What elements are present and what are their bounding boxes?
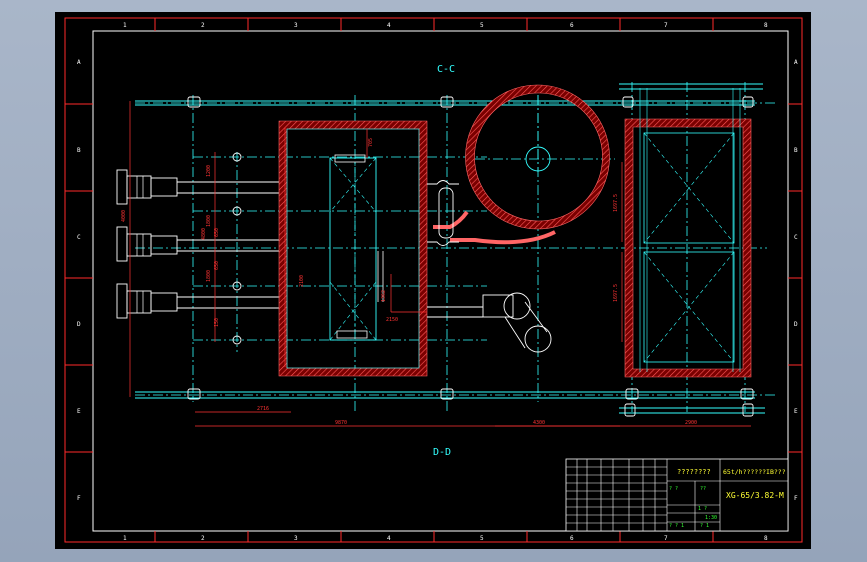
tb-small-c: 1 ? <box>698 506 707 512</box>
center-lines <box>135 82 775 412</box>
col-marker-6: 6 <box>570 22 574 29</box>
pump-3 <box>150 292 178 312</box>
col-marker-1: 1 <box>123 22 127 29</box>
col-marker-4: 4 <box>387 22 391 29</box>
dim-v12: 1697.5 <box>613 194 619 212</box>
dim-v1: 1200 <box>206 165 212 177</box>
row-marker-b-right: B <box>794 147 798 154</box>
dim-v3: 1800 <box>206 215 212 227</box>
dim-v5: 650 <box>214 228 220 237</box>
dim-2900: 2900 <box>685 420 697 426</box>
col-marker-7-bottom: 7 <box>664 535 668 542</box>
col-marker-5-bottom: 5 <box>480 535 484 542</box>
sheet-inner-frame <box>92 30 789 532</box>
row-marker-d-right: D <box>794 321 798 328</box>
dim-2716: 2716 <box>257 406 269 412</box>
col-marker-2: 2 <box>201 22 205 29</box>
section-title-cc: C-C <box>437 64 455 75</box>
col-marker-2-bottom: 2 <box>201 535 205 542</box>
motor-2 <box>126 233 152 257</box>
dimension-lines <box>129 101 751 427</box>
title-block: ???????? 65t/h??????IB??? XG-65/3.82-M ?… <box>565 458 789 532</box>
pump-pipes <box>177 181 283 309</box>
right-tower <box>624 88 752 378</box>
dim-v14: 4000 <box>121 210 127 222</box>
row-marker-f-right: F <box>794 495 798 502</box>
expansion-joint <box>427 180 459 246</box>
row-marker-a: A <box>77 59 81 66</box>
col-marker-6-bottom: 6 <box>570 535 574 542</box>
col-marker-3-bottom: 3 <box>294 535 298 542</box>
col-marker-8: 8 <box>764 22 768 29</box>
tb-small-e: ? ? 1 <box>669 523 684 529</box>
motor-3 <box>126 290 152 314</box>
col-marker-8-bottom: 8 <box>764 535 768 542</box>
main-casing <box>278 120 428 377</box>
title-cell: 65t/h??????IB??? <box>723 468 786 476</box>
motor-1-frame <box>116 169 128 205</box>
drive-assembly <box>427 292 552 353</box>
inner-chamber <box>329 157 377 341</box>
dim-v6: 650 <box>214 261 220 270</box>
motor-1 <box>126 175 152 199</box>
drawing-canvas: 1 2 3 4 5 6 7 8 1 2 3 4 5 6 7 8 A B C D … <box>64 17 803 543</box>
col-marker-7: 7 <box>664 22 668 29</box>
tb-small-a: ? ? <box>669 486 678 492</box>
cad-viewport[interactable]: 1 2 3 4 5 6 7 8 1 2 3 4 5 6 7 8 A B C D … <box>55 12 811 549</box>
dim-4300: 4300 <box>533 420 545 426</box>
row-marker-c: C <box>77 234 81 241</box>
dim-v13: 1697.5 <box>613 284 619 302</box>
row-marker-a-right: A <box>794 59 798 66</box>
fan-housing <box>433 84 610 245</box>
section-title-dd: D-D <box>433 447 451 458</box>
dim-v9: 1362 <box>381 290 387 302</box>
row-marker-c-right: C <box>794 234 798 241</box>
row-marker-e-right: E <box>794 408 798 415</box>
dim-v10: 2150 <box>386 317 398 323</box>
row-marker-d: D <box>77 321 81 328</box>
col-marker-4-bottom: 4 <box>387 535 391 542</box>
dim-v4: 1800 <box>206 270 212 282</box>
pump-2 <box>150 235 178 255</box>
motor-2-frame <box>116 226 128 262</box>
col-marker-5: 5 <box>480 22 484 29</box>
row-marker-e: E <box>77 408 81 415</box>
dim-9870: 9870 <box>335 420 347 426</box>
row-marker-b: B <box>77 147 81 154</box>
valves <box>232 152 242 345</box>
dim-v8: 2100 <box>299 275 305 287</box>
tb-small-f: ? 1 <box>700 523 709 529</box>
dim-v7: 150 <box>214 318 220 327</box>
dim-v2: 4800 <box>201 228 207 240</box>
tb-small-d: 1:30 <box>705 515 717 521</box>
col-marker-1-bottom: 1 <box>123 535 127 542</box>
dim-v11: 705 <box>368 138 374 147</box>
tb-small-b: ?? <box>700 486 706 492</box>
title-name-cell: ???????? <box>677 468 711 476</box>
support-beams <box>135 83 765 414</box>
motor-3-frame <box>116 283 128 319</box>
col-marker-3: 3 <box>294 22 298 29</box>
pump-group <box>116 152 283 345</box>
pump-1 <box>150 177 178 197</box>
row-marker-f: F <box>77 495 81 502</box>
zone-ticks <box>65 18 802 542</box>
anchor-blocks <box>187 96 754 417</box>
drawing-number: XG-65/3.82-M <box>726 491 784 500</box>
